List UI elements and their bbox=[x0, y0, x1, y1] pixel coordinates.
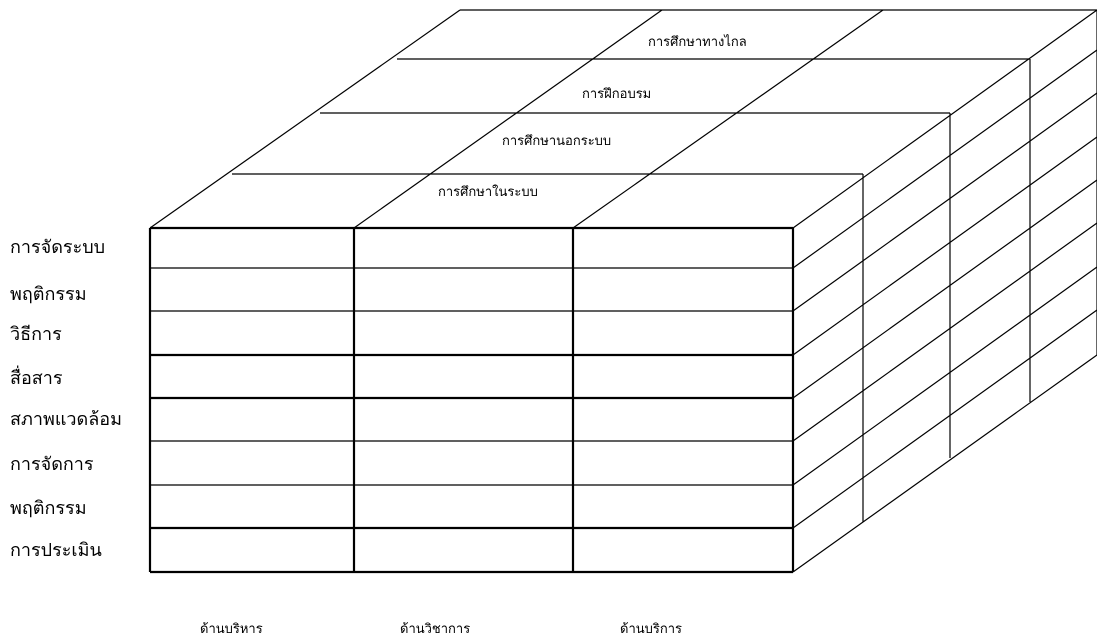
row-label-5: สภาพแวดล้อม bbox=[10, 409, 122, 430]
depth-label-4: การศึกษาทางไกล bbox=[648, 35, 747, 50]
front-face bbox=[148, 226, 795, 574]
row-label-1: การจัดระบบ bbox=[10, 237, 106, 258]
column-label-2: ด้านวิชาการ bbox=[400, 622, 471, 637]
depth-label-1: การศึกษาในระบบ bbox=[438, 185, 538, 200]
row-label-2: พฤติกรรม bbox=[10, 284, 87, 305]
column-label-1: ด้านบริหาร bbox=[200, 622, 263, 637]
depth-label-2: การศึกษานอกระบบ bbox=[502, 134, 612, 149]
row-label-3: วิธีการ bbox=[10, 324, 62, 345]
row-label-7: พฤติกรรม bbox=[10, 498, 87, 519]
depth-label-3: การฝึกอบรม bbox=[582, 87, 652, 102]
right-face bbox=[792, 10, 1097, 573]
row-label-8: การประเมิน bbox=[10, 540, 102, 561]
column-label-3: ด้านบริการ bbox=[620, 622, 683, 637]
row-label-6: การจัดการ bbox=[10, 454, 94, 475]
row-label-4: สื่อสาร bbox=[10, 368, 63, 389]
top-face bbox=[149, 9, 1097, 229]
